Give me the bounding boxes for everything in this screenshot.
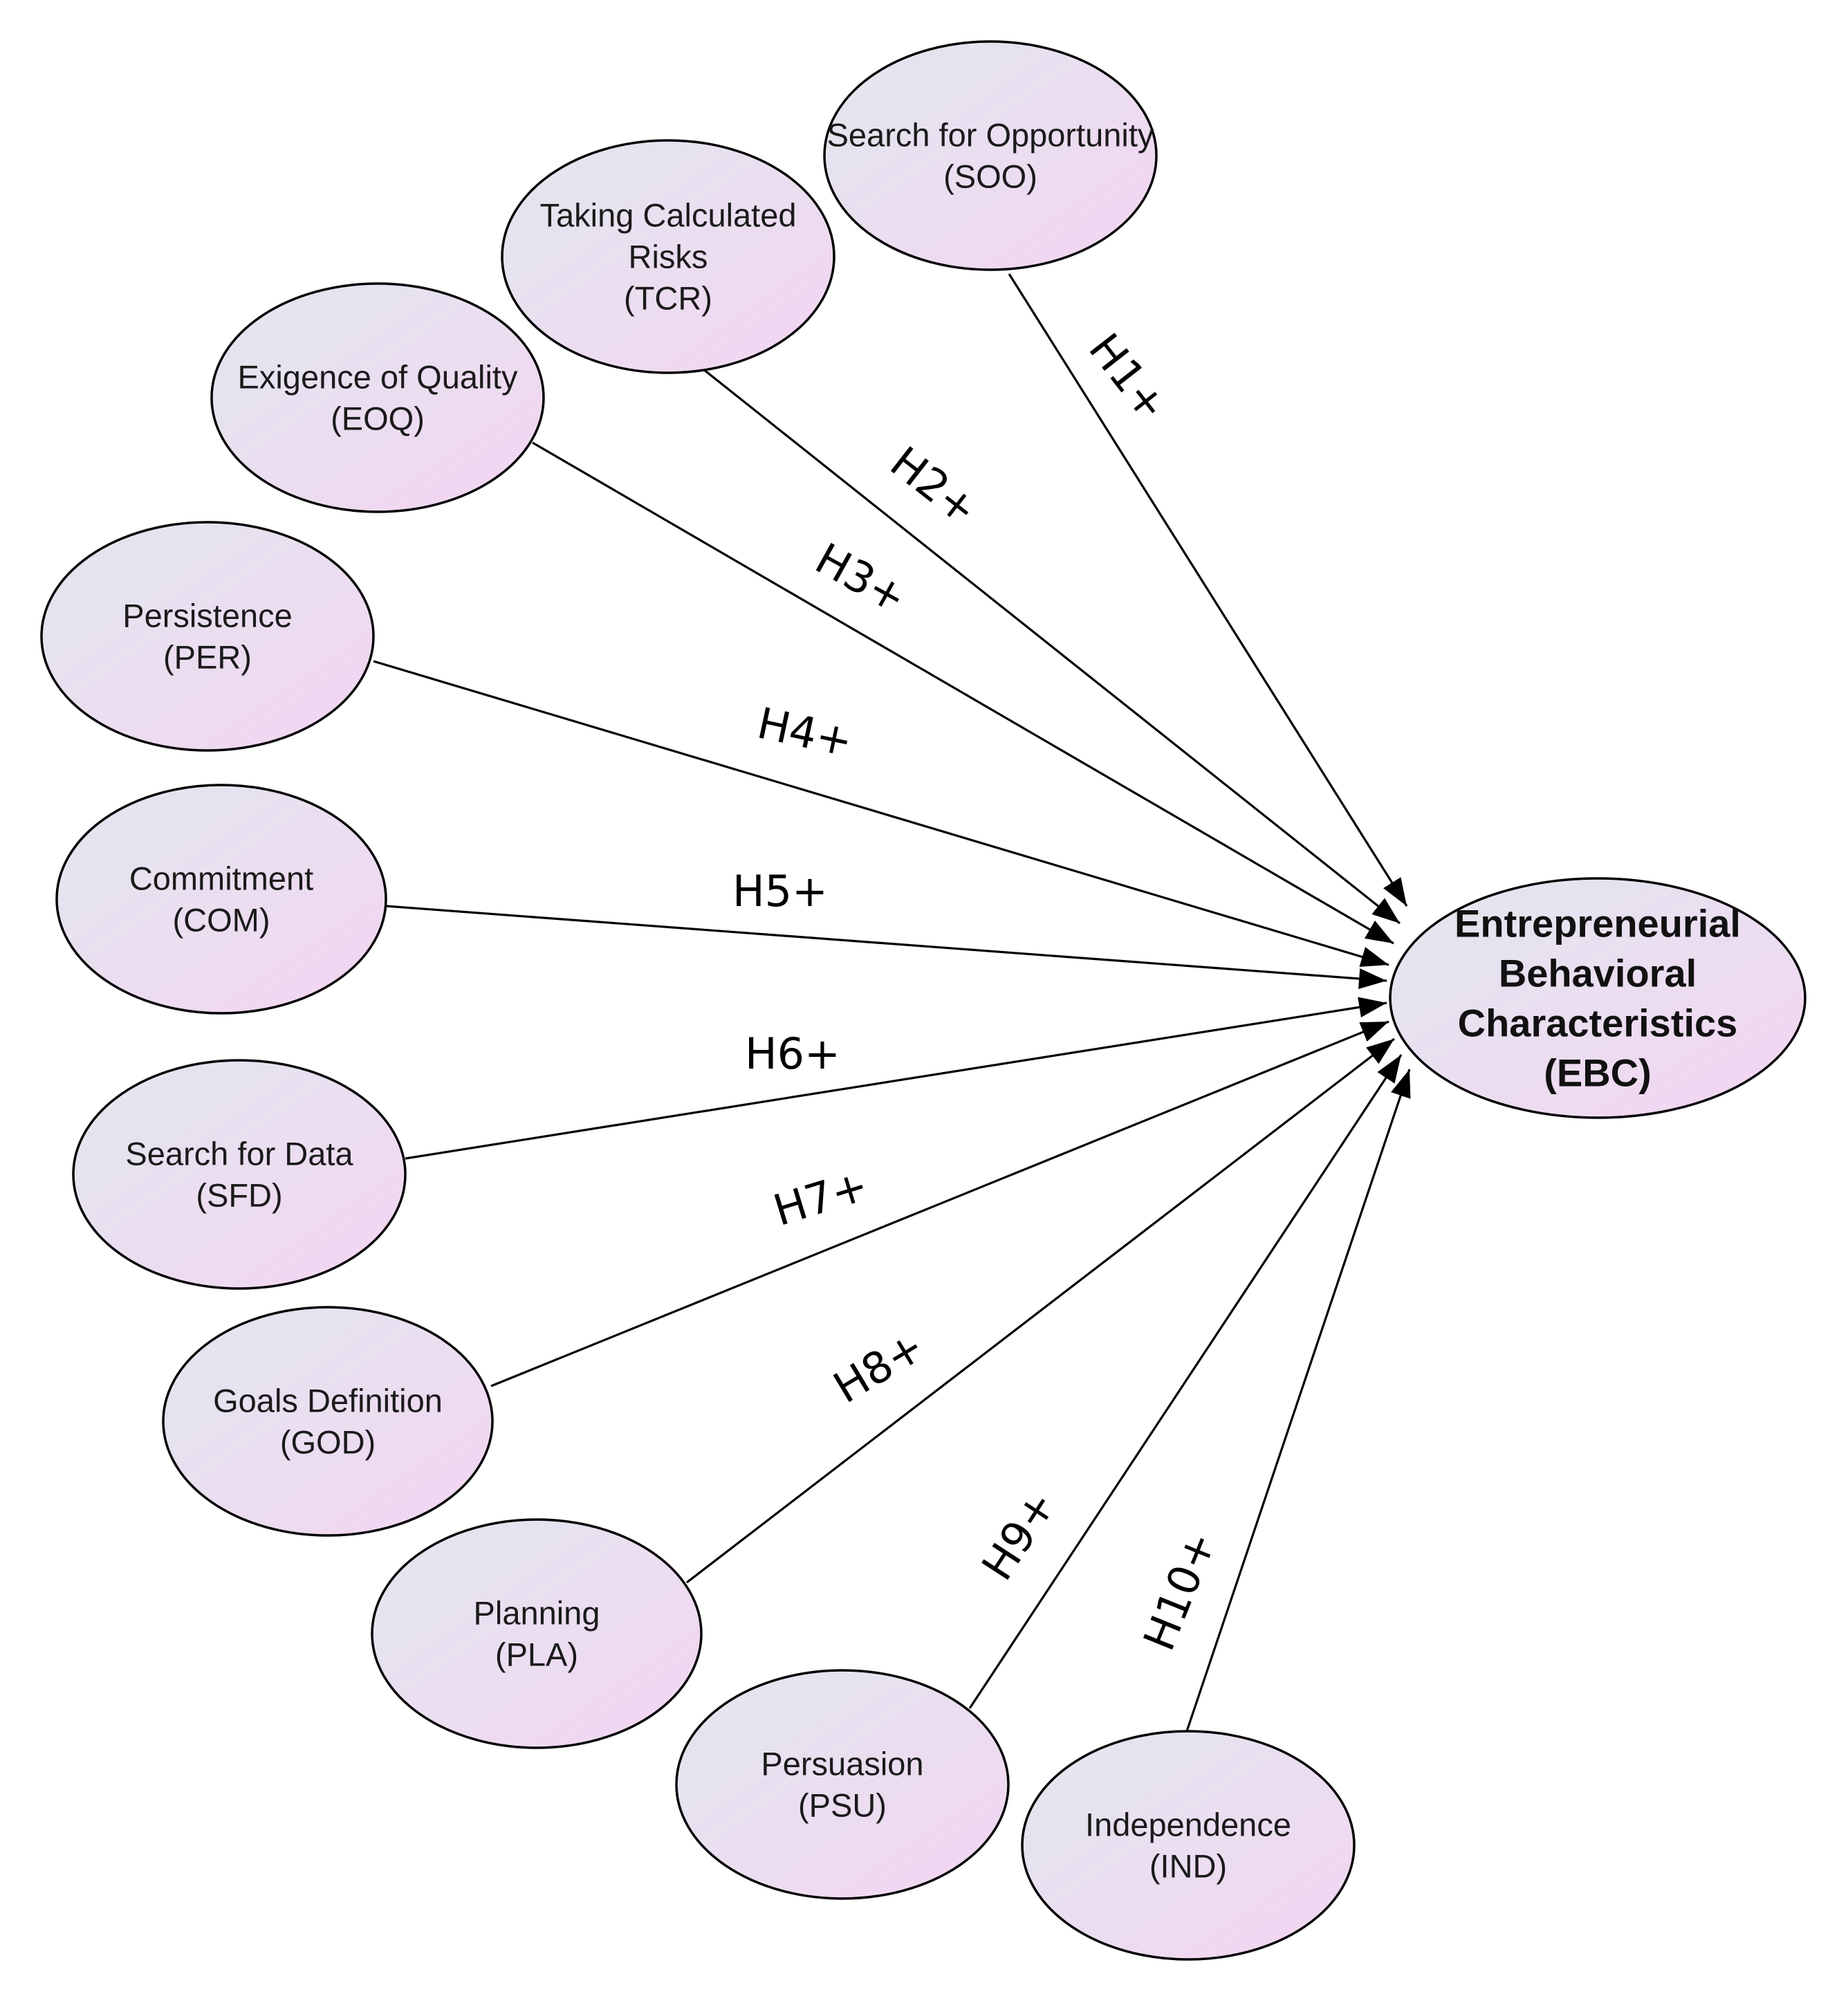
node-label-line: Search for Data bbox=[125, 1135, 353, 1172]
node-label-line: (COM) bbox=[173, 901, 270, 938]
node-label-line: Goals Definition bbox=[213, 1382, 443, 1419]
node-label-line: Characteristics bbox=[1458, 1002, 1738, 1045]
node-ellipse bbox=[1389, 877, 1807, 1119]
node-ind: Independence (IND) bbox=[1021, 1730, 1356, 1961]
node-label-line: (IND) bbox=[1149, 1847, 1227, 1884]
node-label-line: Persistence bbox=[122, 597, 293, 634]
node-label-line: (SOO) bbox=[943, 158, 1037, 194]
edge-ind-to-ebc: H10+ bbox=[1134, 1069, 1411, 1732]
edge-arrow bbox=[532, 441, 1394, 945]
node-label-line: (PER) bbox=[163, 638, 252, 675]
node-eoq: Exigence of Quality (EOQ) bbox=[210, 282, 545, 513]
edge-arrow bbox=[968, 1054, 1403, 1709]
edge-arrow bbox=[385, 905, 1387, 989]
edge-arrow bbox=[405, 997, 1387, 1160]
edge-god-to-ebc: H7+ bbox=[490, 1020, 1389, 1387]
node-label-line: (TCR) bbox=[624, 279, 712, 316]
edge-arrow bbox=[373, 660, 1389, 967]
edge-label: H3+ bbox=[807, 533, 915, 624]
edge-per-to-ebc: H4+ bbox=[373, 660, 1389, 967]
edge-label: H9+ bbox=[972, 1482, 1066, 1589]
node-per: Persistence (PER) bbox=[40, 521, 375, 752]
edge-arrow bbox=[703, 368, 1401, 925]
node-ellipse bbox=[371, 1518, 703, 1749]
node-label-line: Planning bbox=[474, 1594, 600, 1631]
node-label-line: Entrepreneurial bbox=[1454, 902, 1741, 945]
node-label-line: Independence bbox=[1085, 1806, 1291, 1843]
edge-label: H4+ bbox=[753, 698, 857, 767]
node-ellipse bbox=[823, 40, 1158, 271]
node-label-line: Exigence of Quality bbox=[238, 358, 518, 395]
node-label-line: Persuasion bbox=[761, 1745, 923, 1782]
edges-layer: H1+ H2+H3+ H4+ H5+ H6+ H7+ H8+ H9+ H10+ bbox=[373, 273, 1411, 1732]
node-sfd: Search for Data (SFD) bbox=[72, 1059, 407, 1290]
edge-arrow bbox=[490, 1020, 1389, 1387]
node-label-line: (PSU) bbox=[798, 1787, 887, 1823]
node-pla: Planning (PLA) bbox=[371, 1518, 703, 1749]
node-god: Goals Definition (GOD) bbox=[162, 1306, 494, 1537]
node-ellipse bbox=[501, 139, 835, 374]
node-ebc-target: EntrepreneurialBehavioralCharacteristics… bbox=[1389, 877, 1807, 1119]
nodes-layer: Search for Opportunity (SOO) Taking Calcul… bbox=[40, 40, 1807, 1961]
node-label-line: (EBC) bbox=[1544, 1051, 1652, 1095]
node-soo: Search for Opportunity (SOO) bbox=[823, 40, 1158, 271]
node-label-line: (GOD) bbox=[280, 1423, 376, 1460]
node-label-line: Commitment bbox=[129, 860, 313, 896]
node-ellipse bbox=[40, 521, 375, 752]
node-psu: Persuasion (PSU) bbox=[675, 1669, 1010, 1900]
node-ellipse bbox=[210, 282, 545, 513]
edge-label: H2+ bbox=[881, 436, 988, 535]
edge-arrow bbox=[1185, 1069, 1411, 1732]
edge-sfd-to-ebc: H6+ bbox=[405, 997, 1387, 1160]
node-ellipse bbox=[72, 1059, 407, 1290]
edge-arrow bbox=[686, 1037, 1395, 1584]
node-label-line: Taking Calculated bbox=[540, 196, 797, 233]
node-ellipse bbox=[162, 1306, 494, 1537]
node-label-line: (EOQ) bbox=[331, 400, 425, 436]
edge-soo-to-ebc: H1+ bbox=[1008, 273, 1408, 907]
node-com: Commitment (COM) bbox=[55, 784, 387, 1015]
node-ellipse bbox=[675, 1669, 1010, 1900]
edge-label: H8+ bbox=[825, 1320, 933, 1413]
edge-label: H10+ bbox=[1134, 1524, 1226, 1657]
edge-com-to-ebc: H5+ bbox=[385, 866, 1387, 989]
edge-label: H1+ bbox=[1079, 324, 1178, 430]
node-label-line: Search for Opportunity bbox=[827, 116, 1154, 153]
node-ellipse bbox=[55, 784, 387, 1015]
edge-arrow bbox=[1008, 273, 1408, 907]
node-ellipse bbox=[1021, 1730, 1356, 1961]
node-label-line: (PLA) bbox=[495, 1636, 578, 1672]
edge-label: H6+ bbox=[745, 1028, 840, 1079]
edge-tcr-to-ebc: H2+ bbox=[703, 368, 1401, 925]
node-label-line: (SFD) bbox=[196, 1176, 282, 1213]
edge-label: H7+ bbox=[768, 1160, 874, 1236]
node-label-line: Behavioral bbox=[1499, 952, 1697, 995]
node-label-line: Risks bbox=[629, 238, 708, 275]
edge-label: H5+ bbox=[732, 866, 828, 916]
